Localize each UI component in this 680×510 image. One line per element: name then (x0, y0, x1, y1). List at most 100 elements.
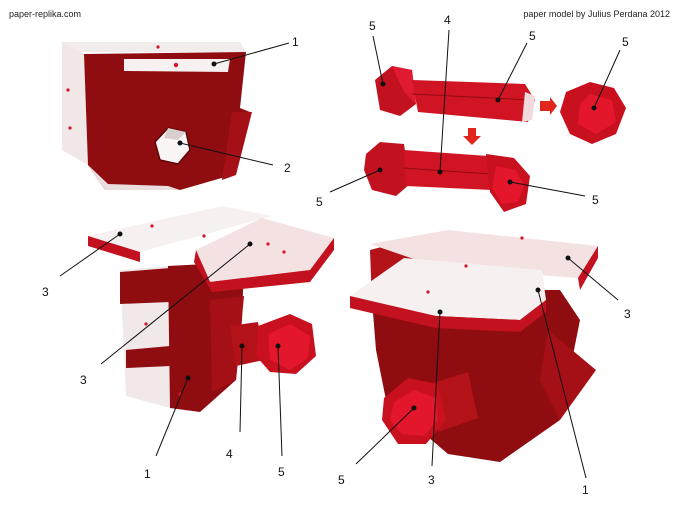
leader-line (59, 233, 121, 277)
leader-line (497, 42, 528, 101)
axle-stub (230, 322, 264, 366)
part-label-5: 5 (278, 465, 285, 479)
leader-dot (591, 105, 597, 111)
axle-cap-left-face (392, 66, 416, 104)
body-left-side (62, 42, 88, 165)
leader-dot (117, 231, 123, 237)
leader-line (509, 181, 586, 197)
body-right-shade (210, 296, 244, 392)
top-plate-front-edge (350, 296, 546, 332)
leader-dot (275, 343, 281, 349)
assembly-left-view (88, 206, 334, 412)
leader-line (213, 42, 290, 65)
axle-rod (412, 80, 535, 122)
leader-dot (437, 309, 443, 315)
top-plate-left (88, 206, 272, 252)
part-label-5: 5 (592, 193, 599, 207)
glue-dot (150, 224, 154, 228)
top-plate-back-edge (578, 246, 598, 290)
leader-line (239, 345, 243, 433)
top-plate-right-edge (194, 238, 334, 292)
part-label-5: 5 (338, 473, 345, 487)
body-top-face (62, 42, 246, 52)
glue-dot (156, 45, 160, 49)
leader-line (567, 257, 619, 301)
site-name: paper-replika.com (9, 9, 82, 19)
leader-dot (507, 179, 513, 185)
glue-dot (426, 290, 430, 294)
axle-rod-edge (403, 167, 491, 175)
part-label-3: 3 (624, 307, 631, 321)
glue-dot (66, 88, 70, 92)
part-label-4: 4 (444, 13, 451, 27)
axle-hex-cap-face (390, 390, 438, 436)
part-label-1: 1 (144, 467, 151, 481)
part-label-3: 3 (428, 473, 435, 487)
glue-dot (282, 250, 286, 254)
glue-dot (266, 242, 270, 246)
part-label-1: 1 (582, 483, 589, 497)
leader-line (155, 377, 189, 457)
axle-rod-edge (411, 93, 531, 101)
leader-line (179, 142, 274, 166)
arrow-down (463, 128, 481, 145)
hex-cap-front-face (578, 94, 616, 134)
axle-rod-assembled (404, 150, 492, 190)
leader-line (329, 169, 381, 193)
leader-dot (177, 140, 183, 146)
hex-cap-loose (560, 82, 626, 144)
leader-line (355, 407, 415, 465)
top-plate-left-edge (88, 236, 140, 262)
part-label-5: 5 (316, 195, 323, 209)
body-part-view (62, 42, 252, 190)
body-red-band (120, 268, 170, 304)
arrow-right (540, 97, 557, 115)
body-red-band (126, 346, 170, 368)
leader-dot (211, 61, 217, 67)
leader-dot (565, 255, 571, 261)
axle-after-view (364, 142, 530, 212)
top-plate-front (350, 258, 546, 320)
part-label-3: 3 (80, 373, 87, 387)
leader-dot (377, 167, 383, 173)
leader-line (277, 345, 283, 457)
glue-dot (464, 264, 468, 268)
part-label-4: 4 (226, 447, 233, 461)
part-label-1: 1 (292, 35, 299, 49)
leader-line (439, 29, 450, 173)
body-lower-right-face (222, 112, 252, 180)
axle-cap-right-face (492, 166, 524, 204)
leader-line (593, 49, 621, 109)
leader-dot (437, 169, 443, 175)
part-label-5: 5 (622, 35, 629, 49)
glue-dot (520, 236, 524, 240)
glue-dot (144, 322, 148, 326)
body-front-face (84, 52, 250, 190)
glue-dot (68, 126, 72, 130)
axle-cap-left-assembled (364, 142, 410, 196)
leader-dot (239, 343, 245, 349)
leader-line (537, 289, 587, 479)
glue-dot (202, 234, 206, 238)
part-label-5: 5 (529, 29, 536, 43)
top-plate-back (370, 230, 598, 278)
part-label-5: 5 (369, 19, 376, 33)
hole-inner-shadow (164, 128, 186, 140)
leader-line (431, 311, 441, 467)
glue-dot (173, 62, 179, 68)
top-plate-right (196, 218, 334, 282)
leader-dot (535, 287, 541, 293)
credit-text: paper model by Julius Perdana 2012 (523, 9, 670, 19)
leader-dot (380, 81, 386, 87)
axle-rod-end (522, 92, 535, 122)
leader-dot (411, 405, 417, 411)
leader-line (100, 243, 251, 365)
leader-dot (247, 241, 253, 247)
leader-dot (185, 375, 191, 381)
body-bottom-face (88, 165, 180, 190)
part-label-3: 3 (42, 285, 49, 299)
assembly-right-view (350, 230, 598, 462)
leader-dot (495, 97, 501, 103)
part-label-2: 2 (284, 161, 291, 175)
